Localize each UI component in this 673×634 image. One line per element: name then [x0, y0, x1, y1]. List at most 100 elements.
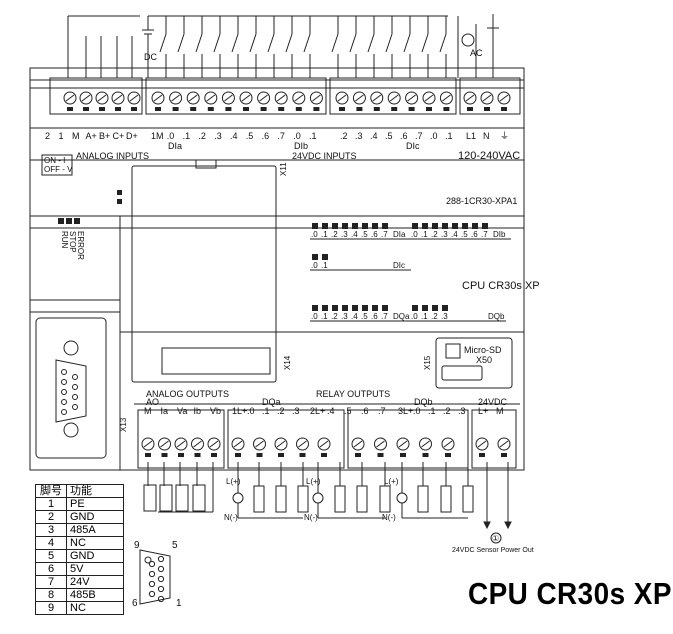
- terminal-slot: [278, 107, 285, 111]
- led-dib-label: .4: [451, 230, 458, 239]
- top-wiring: [67, 14, 499, 78]
- sensor-power-label: 24VDC Sensor Power Out: [452, 547, 534, 554]
- port-x14-label: X14: [283, 355, 292, 370]
- terminal-slot: [339, 107, 345, 111]
- led-dia-label: .2: [331, 230, 338, 239]
- top-terminal-label: .3: [355, 131, 363, 141]
- io-led: [422, 223, 428, 229]
- nminus-label: N(-): [224, 513, 238, 522]
- group-label-dia: DIa: [168, 141, 182, 151]
- bottom-terminal-label: M: [144, 406, 152, 416]
- pin-6-label: 6: [132, 598, 138, 609]
- top-terminal-label: L1: [466, 131, 476, 141]
- terminal-slot: [243, 107, 249, 111]
- terminal-slot: [190, 107, 197, 111]
- terminal-slot: [501, 453, 507, 457]
- bottom-terminal-label: .6: [361, 406, 369, 416]
- bottom-terminal-label: Vb: [210, 406, 221, 416]
- bottom-terminal-label: .0: [247, 406, 255, 416]
- top-terminal-label: M: [72, 131, 80, 141]
- pin-function: NC: [66, 601, 124, 615]
- io-led: [432, 305, 438, 311]
- io-led: [312, 223, 318, 229]
- terminal-slot: [445, 453, 451, 457]
- io-led: [322, 223, 328, 229]
- led-dqa-label: .4: [351, 312, 358, 321]
- pin-number: 4: [35, 536, 67, 550]
- terminal-slot: [377, 453, 384, 457]
- terminal-slot: [313, 107, 320, 111]
- led-dib-label: .5: [461, 230, 468, 239]
- io-led: [352, 305, 358, 311]
- top-terminal-label: .4: [230, 131, 238, 141]
- connector-pin: [157, 555, 165, 563]
- terminal-slot: [211, 453, 217, 457]
- io-led: [452, 223, 458, 229]
- top-terminal-label: .6: [400, 131, 408, 141]
- io-led: [352, 223, 358, 229]
- x50-label: X50: [476, 355, 492, 365]
- terminal-slot: [426, 107, 432, 111]
- bottom-terminal-label: .3: [458, 406, 466, 416]
- top-terminal-label: A+: [86, 131, 97, 141]
- pin-function: 485B: [66, 588, 124, 602]
- io-led: [332, 305, 338, 311]
- led-dqa-label: .5: [361, 312, 368, 321]
- terminal-slot: [356, 107, 363, 111]
- dqa-title: DQa: [262, 397, 281, 407]
- terminal-slot: [256, 453, 263, 457]
- led-dib-label: .6: [471, 230, 478, 239]
- terminal-slot: [172, 107, 179, 111]
- bottom-terminal-label: .5: [344, 406, 352, 416]
- led-dqa-label: .2: [331, 312, 338, 321]
- led-dqb-label: .1: [421, 312, 428, 321]
- top-terminal-label: N: [483, 131, 490, 141]
- connector-pin: [148, 570, 156, 578]
- connector-pin: [157, 565, 165, 573]
- led-dqa-name: DQa: [393, 312, 410, 321]
- terminal-slot: [443, 107, 450, 111]
- terminal-slot: [299, 453, 306, 457]
- led-dia-label: .7: [381, 230, 388, 239]
- pin-5-label: 5: [172, 540, 178, 551]
- led-dib-label: .7: [481, 230, 488, 239]
- pin-number: 8: [35, 588, 67, 602]
- bottom-terminal-label: Ib: [194, 406, 202, 416]
- led-dqb-label: .3: [441, 312, 448, 321]
- io-led: [462, 223, 468, 229]
- terminal-slot: [373, 107, 380, 111]
- lplus-label: L(+): [226, 477, 241, 486]
- io-led: [432, 223, 438, 229]
- pin-number: 9: [35, 601, 67, 615]
- top-terminal-label: .0: [430, 131, 438, 141]
- top-terminal-label: .1: [309, 131, 317, 141]
- led-dqa-label: .7: [381, 312, 388, 321]
- pin-number: 2: [35, 510, 67, 524]
- top-terminal-label: .5: [385, 131, 393, 141]
- top-terminal-label: .0: [293, 131, 301, 141]
- status-led-label: RUN: [60, 231, 69, 249]
- top-terminal-label: .5: [246, 131, 254, 141]
- io-led: [422, 305, 428, 311]
- io-led: [372, 305, 378, 311]
- lplus-label: L(+): [384, 477, 399, 486]
- pin-number: 5: [35, 549, 67, 563]
- pin-function: NC: [66, 536, 124, 550]
- bottom-terminal-label: .2: [443, 406, 451, 416]
- led-dqb-name: DQb: [488, 312, 505, 321]
- relay-outputs-title: RELAY OUTPUTS: [316, 389, 390, 399]
- terminal-slot: [260, 107, 267, 111]
- terminal-slot: [467, 107, 473, 111]
- io-led: [362, 305, 368, 311]
- bottom-terminal-label: 3L+: [398, 406, 413, 416]
- io-led: [482, 223, 488, 229]
- io-led: [412, 223, 418, 229]
- led-dia-label: .5: [361, 230, 368, 239]
- terminal-slot: [479, 453, 485, 457]
- sub-d-port: [55, 359, 87, 423]
- terminal-slot: [131, 107, 137, 111]
- connector-pin: [148, 560, 156, 568]
